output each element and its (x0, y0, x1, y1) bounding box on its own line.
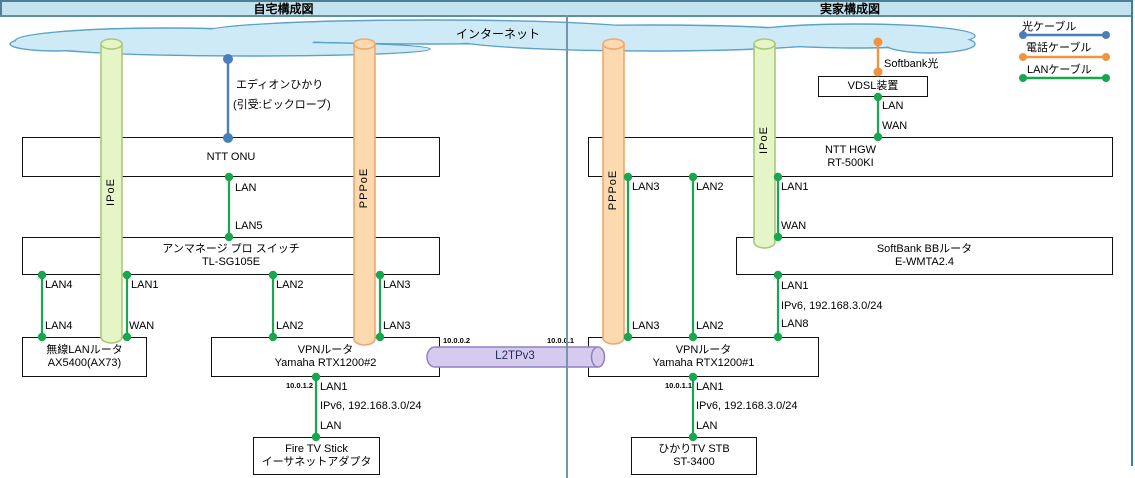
stb-line1: ひかりTV STB (658, 443, 730, 455)
device-box-fire-tv: Fire TV Stick イーサネットアダプタ (253, 437, 380, 475)
bb-router-line2: E-WMTA2.4 (894, 256, 955, 268)
home-title-text: 自宅構成図 (253, 2, 314, 16)
subnet-label-bb: IPv6, 192.168.3.0/24 (781, 300, 883, 312)
vpn1-line1: VPNルータ (675, 344, 732, 356)
bb-router-line1: SoftBank BBルータ (876, 243, 973, 255)
legend-label-lan: LANケーブル (1027, 64, 1092, 76)
wifi-router-line1: 無線LANルータ (46, 344, 123, 356)
port-label-switch-lan5: LAN5 (235, 220, 263, 232)
switch-name-line1: アンマネージ プロ スイッチ (162, 243, 300, 255)
pppoe-label-parents: PPPoE (607, 169, 619, 211)
pppoe-label-home: PPPoE (358, 167, 370, 209)
phone-cable-parents (873, 37, 883, 77)
device-box-vpn-router-2: VPNルータ Yamaha RTX1200#2 (211, 337, 440, 377)
port-label-hgw-lan3: LAN3 (632, 181, 660, 193)
legend-phone-line (1019, 53, 1110, 61)
subnet-label-vpn1: IPv6, 192.168.3.0/24 (696, 400, 798, 412)
left-border (0, 0, 2, 15)
legend-label-phone: 電話ケーブル (1026, 42, 1092, 54)
port-label-vpn1-lan8: LAN8 (781, 318, 809, 330)
port-label-switch-lan2: LAN2 (276, 279, 304, 291)
vpn2-line2: Yamaha RTX1200#2 (274, 357, 377, 369)
port-label-stb-lan: LAN (696, 420, 718, 432)
port-label-wifi-lan4: LAN4 (45, 320, 73, 332)
port-label-vpn2-lan3: LAN3 (383, 320, 411, 332)
vpn2-line1: VPNルータ (297, 344, 354, 356)
port-label-vpn1-lan1: LAN1 (696, 381, 724, 393)
port-label-switch-lan4: LAN4 (45, 279, 73, 291)
port-label-vpn2-lan1: LAN1 (320, 381, 348, 393)
fire-tv-line2: イーサネットアダプタ (261, 456, 372, 468)
device-box-vpn-router-1: VPNルータ Yamaha RTX1200#1 (588, 337, 819, 377)
switch-name-line2: TL-SG105E (201, 256, 261, 268)
section-divider (566, 15, 568, 478)
port-label-bb-wan: WAN (781, 220, 807, 232)
subnet-label-vpn2: IPv6, 192.168.3.0/24 (320, 400, 422, 412)
vdsl-name: VDSL装置 (847, 80, 899, 92)
parents-isp-note: Softbank光 (884, 58, 939, 70)
device-box-onu: NTT ONU (22, 137, 440, 177)
right-border (1131, 0, 1133, 466)
port-label-vpn1-lan2: LAN2 (696, 320, 724, 332)
ipoe-label-home: IPoE (105, 178, 117, 206)
port-label-firetv-lan: LAN (320, 420, 342, 432)
ipoe-label-parents: IPoE (758, 126, 770, 154)
onu-name: NTT ONU (206, 150, 256, 163)
device-box-bb-router: SoftBank BBルータ E-WMTA2.4 (736, 237, 1113, 275)
vpn1-line2: Yamaha RTX1200#1 (652, 357, 755, 369)
device-box-stb: ひかりTV STB ST-3400 (631, 437, 757, 475)
ip-label-vpn1-lan1: 10.0.1.1 (665, 381, 693, 390)
stb-line2: ST-3400 (673, 456, 715, 468)
port-label-wifi-wan: WAN (129, 320, 155, 332)
wifi-router-line2: AX5400(AX73) (47, 357, 122, 369)
port-label-switch-lan3: LAN3 (383, 279, 411, 291)
hgw-line1: NTT HGW (824, 144, 877, 156)
fiber-cable-home (223, 54, 233, 143)
section-title-parents: 実家構成図 (567, 0, 1133, 17)
l2tpv3-label: L2TPv3 (495, 350, 535, 362)
port-label-bb-lan1: LAN1 (781, 280, 809, 292)
port-label-hgw-lan1: LAN1 (781, 181, 809, 193)
legend-label-fiber: 光ケーブル (1022, 21, 1077, 33)
device-box-wifi-router: 無線LANルータ AX5400(AX73) (22, 337, 147, 377)
port-label-vpn2-lan2: LAN2 (276, 320, 304, 332)
port-label-vpn1-lan3: LAN3 (632, 320, 660, 332)
port-label-hgw-wan: WAN (882, 120, 908, 132)
port-label-switch-lan1: LAN1 (131, 279, 159, 291)
port-label-hgw-lan2: LAN2 (696, 181, 724, 193)
ip-label-vpn2-lan1: 10.0.1.2 (286, 381, 314, 390)
hgw-line2: RT-500KI (827, 157, 874, 169)
home-isp-note-line1: エディオンひかり (236, 79, 324, 91)
device-box-hgw: NTT HGW RT-500KI (588, 137, 1113, 177)
device-box-switch: アンマネージ プロ スイッチ TL-SG105E (22, 237, 440, 275)
section-title-home: 自宅構成図 (0, 0, 567, 17)
parents-title-text: 実家構成図 (819, 2, 880, 16)
fire-tv-line1: Fire TV Stick (285, 443, 348, 455)
tunnel-ip-left: 10.0.0.2 (443, 336, 471, 345)
port-label-vdsl-lan: LAN (882, 100, 904, 112)
tunnel-ip-right: 10.0.0.1 (547, 336, 575, 345)
port-label-onu-lan: LAN (235, 182, 257, 194)
device-box-vdsl: VDSL装置 (818, 76, 928, 97)
internet-label: インターネット (456, 27, 541, 41)
home-isp-note-line2: (引受:ビックローブ) (233, 99, 331, 111)
